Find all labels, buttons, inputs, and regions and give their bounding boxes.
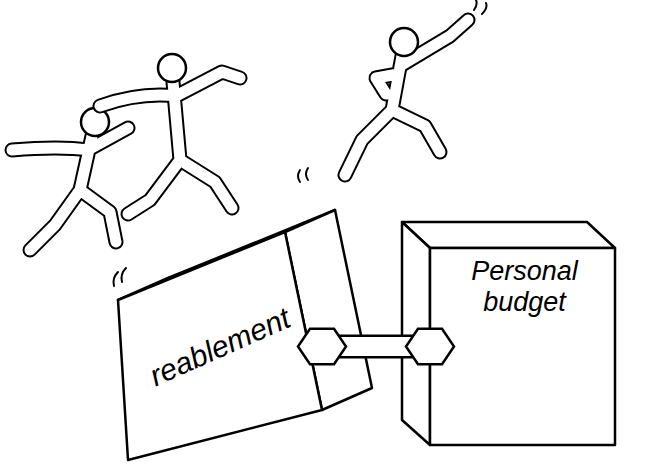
figure-right [345,20,468,175]
cube-face [430,248,615,445]
box-label: Personal budget [452,256,597,318]
bolt-nut [298,329,346,364]
cube-face [402,222,615,248]
cube-box: Personal budget [430,248,615,445]
bolt-connector [298,329,454,364]
figure-left [12,108,128,250]
figure-middle [100,54,240,214]
arrow-path [322,346,430,347]
bolt-nut [406,329,454,364]
cube-box: reablement [118,232,322,460]
cube-face [118,232,322,460]
